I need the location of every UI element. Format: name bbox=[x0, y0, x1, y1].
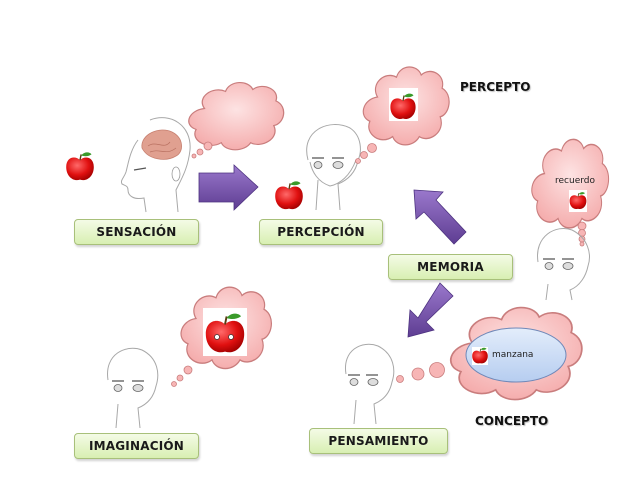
head-front-percepcion bbox=[306, 124, 361, 211]
arrow-sensacion-to-percepcion bbox=[198, 164, 259, 211]
head-profile-with-brain bbox=[121, 117, 191, 213]
arrow-memoria-to-percepcion bbox=[413, 189, 467, 245]
node-imaginacion: IMAGINACIÓN bbox=[74, 433, 199, 459]
thought-bubble-concepto bbox=[396, 306, 583, 401]
head-front-memoria bbox=[537, 228, 590, 301]
thought-bubble-percepto bbox=[355, 66, 450, 164]
caption-percepto: PERCEPTO bbox=[460, 80, 531, 94]
concept-ellipse bbox=[465, 327, 567, 383]
head-front-imaginacion bbox=[107, 347, 159, 429]
thought-bubble-imaginacion bbox=[171, 286, 273, 387]
node-memoria: MEMORIA bbox=[388, 254, 513, 280]
apple-icon bbox=[274, 180, 304, 210]
node-percepcion: PERCEPCIÓN bbox=[259, 219, 383, 245]
caption-concepto: CONCEPTO bbox=[475, 414, 549, 428]
node-sensacion: SENSACIÓN bbox=[74, 219, 199, 245]
manzana-text: manzana bbox=[492, 350, 534, 360]
node-pensamiento: PENSAMIENTO bbox=[309, 428, 448, 454]
arrow-memoria-to-pensamiento bbox=[407, 282, 454, 338]
thought-bubble-sensacion bbox=[188, 81, 285, 159]
head-front-pensamiento bbox=[345, 343, 395, 425]
recuerdo-text: recuerdo bbox=[555, 176, 595, 186]
thought-bubble-recuerdo bbox=[531, 138, 610, 247]
apple-icon bbox=[65, 151, 95, 181]
